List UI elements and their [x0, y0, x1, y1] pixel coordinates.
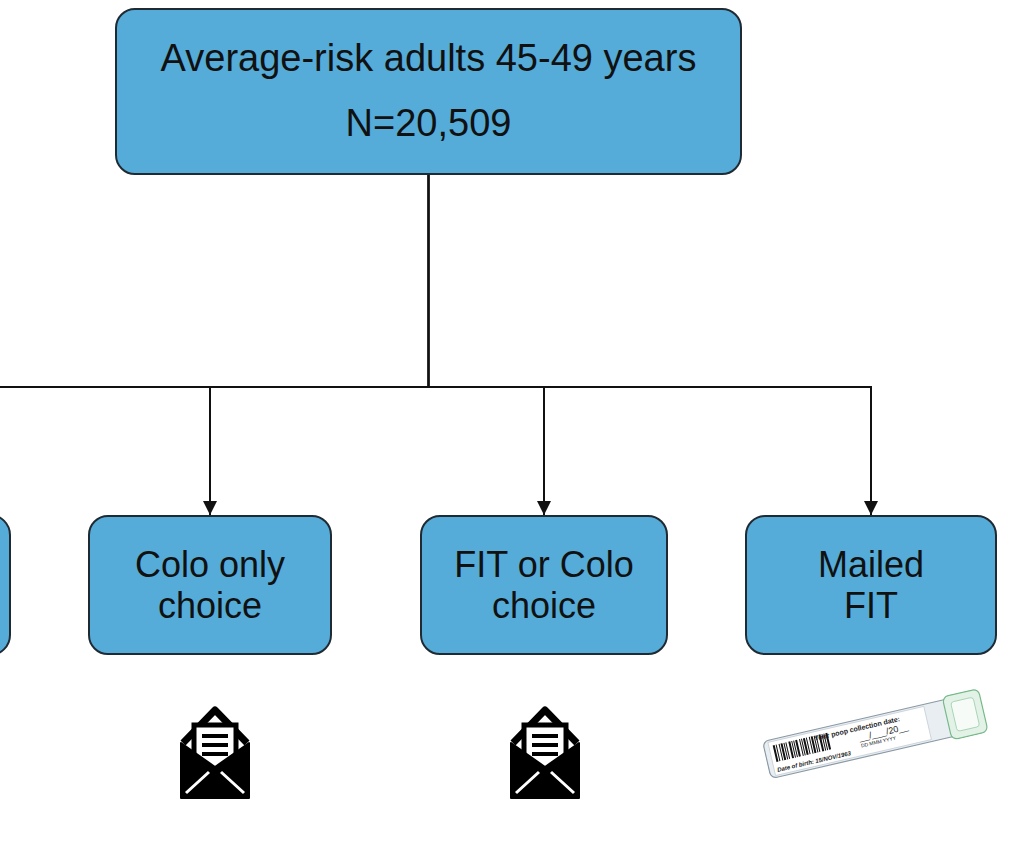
box-text: Colo only choice	[115, 544, 305, 627]
box-text: Average-risk adults 45-49 years	[161, 37, 697, 81]
letter-icon	[181, 710, 249, 798]
branch-line	[0, 386, 216, 388]
population-box: Average-risk adults 45-49 yearsN=20,509	[115, 8, 742, 175]
connector-arrow	[429, 175, 872, 515]
arm-box: Mailed FIT	[745, 515, 997, 655]
box-text: Mailed FIT	[806, 544, 936, 627]
box-text: FIT or Colo choice	[442, 544, 647, 627]
letter-icon	[511, 710, 579, 798]
barcode-bar	[780, 743, 786, 760]
barcode-bar	[773, 745, 779, 762]
box-text: N=20,509	[346, 102, 512, 146]
arm-box: Colo only choice	[88, 515, 332, 655]
arm-box: FIT or Colo choice	[420, 515, 668, 655]
cut-off-box	[0, 515, 10, 655]
fit-tube: Your poop collection date:__/___/20__DD …	[761, 687, 991, 782]
barcode-bar	[803, 738, 809, 755]
barcode-bar	[788, 741, 794, 758]
connector-arrow	[429, 175, 545, 515]
connector-arrow	[210, 175, 429, 515]
edge-group	[210, 175, 871, 515]
